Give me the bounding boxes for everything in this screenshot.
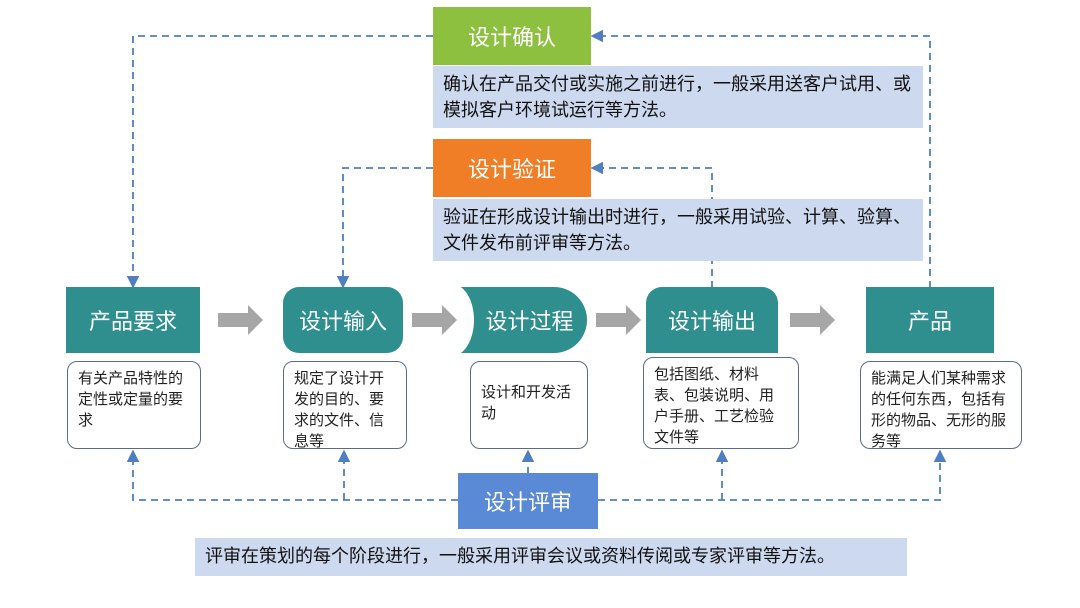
stage-design-input-title: 设计输入 — [298, 310, 387, 335]
design-verification-desc: 验证在形成设计输出时进行，一般采用试验、计算、验算、文件发布前评审等方法。 — [433, 199, 923, 261]
design-confirmation-title: 设计确认 — [467, 26, 556, 51]
design-confirmation-box: 设计确认 — [433, 7, 591, 65]
stage-product-requirements-title: 产品要求 — [88, 310, 177, 335]
design-review-desc: 评审在策划的每个阶段进行，一般采用评审会议或资料传阅或专家评审等方法。 — [195, 538, 907, 576]
design-confirmation-desc: 确认在产品交付或实施之前进行，一般采用送客户试用、或模拟客户环境试运行等方法。 — [433, 66, 923, 128]
note-design-process: 设计和开发活动 — [470, 361, 588, 449]
note-product: 能满足人们某种需求的任何东西，包括有形的物品、无形的服务等 — [860, 361, 1022, 450]
design-review-title: 设计评审 — [483, 491, 572, 516]
flow-arrow-3 — [596, 305, 641, 335]
stage-design-process-title: 设计过程 — [485, 310, 574, 335]
stage-product-title: 产品 — [907, 310, 952, 335]
stage-design-input: 设计输入 — [283, 287, 403, 353]
flow-arrow-2 — [412, 305, 457, 335]
process-concave-notch — [460, 287, 474, 353]
stage-design-output: 设计输出 — [646, 287, 778, 353]
stage-product-requirements: 产品要求 — [66, 287, 200, 353]
design-review-box: 设计评审 — [458, 473, 598, 529]
stage-design-process: 设计过程 — [460, 287, 587, 353]
flow-arrow-1 — [218, 305, 263, 335]
stage-design-output-title: 设计输出 — [667, 310, 756, 335]
design-verification-box: 设计验证 — [433, 139, 591, 197]
flow-arrow-4 — [790, 305, 835, 335]
stage-product: 产品 — [866, 287, 994, 353]
note-design-input: 规定了设计开发的目的、要求的文件、信息等 — [283, 361, 407, 450]
note-product-requirements: 有关产品特性的定性或定量的要求 — [67, 361, 201, 449]
note-design-output: 包括图纸、材料表、包装说明、用户手册、工艺检验文件等 — [643, 357, 799, 449]
design-verification-title: 设计验证 — [467, 158, 556, 183]
